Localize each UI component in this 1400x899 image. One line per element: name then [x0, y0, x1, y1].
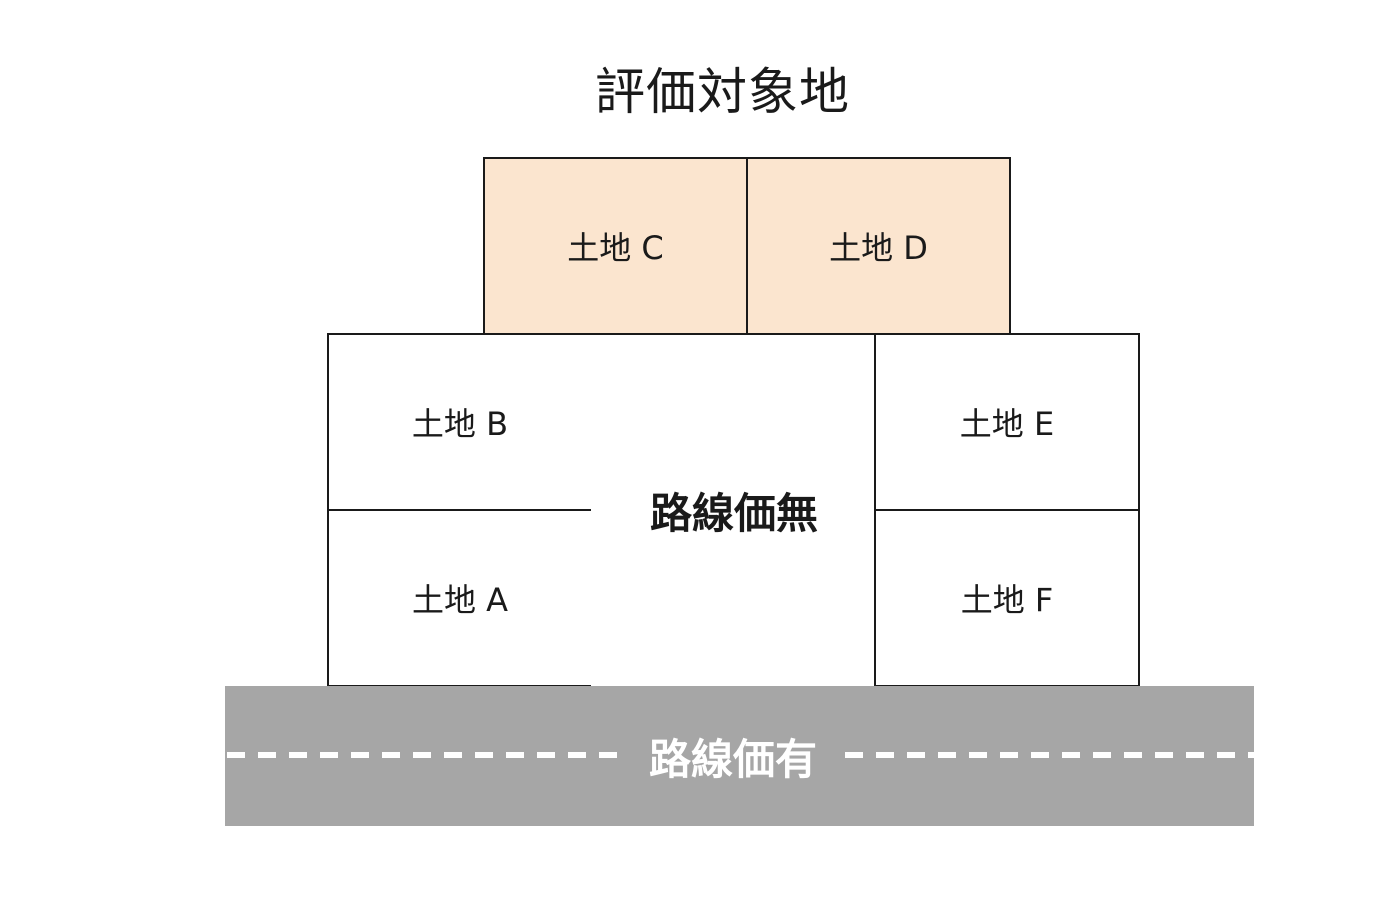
diagram-title: 評価対象地	[595, 63, 850, 121]
lot-a: 土地 A	[327, 509, 593, 687]
lot-c: 土地 C	[483, 157, 748, 335]
lot-e: 土地 E	[874, 333, 1140, 511]
road-route-price-label: 路線価有	[648, 734, 817, 784]
road: 路線価有	[225, 686, 1254, 826]
lot-d-label: 土地 D	[829, 229, 928, 267]
lot-e-label: 土地 E	[959, 405, 1055, 443]
no-route-price-label: 路線価無	[649, 489, 818, 538]
lot-d: 土地 D	[746, 157, 1011, 335]
lot-a-label: 土地 A	[411, 581, 509, 619]
lot-f-label: 土地 F	[960, 581, 1054, 619]
lot-c-label: 土地 C	[567, 229, 664, 267]
road-center-line	[227, 752, 1254, 758]
lot-b: 土地 B	[327, 333, 593, 511]
lot-f: 土地 F	[874, 509, 1140, 687]
no-route-price-area: 路線価無	[591, 333, 877, 686]
lot-b-label: 土地 B	[411, 405, 509, 443]
